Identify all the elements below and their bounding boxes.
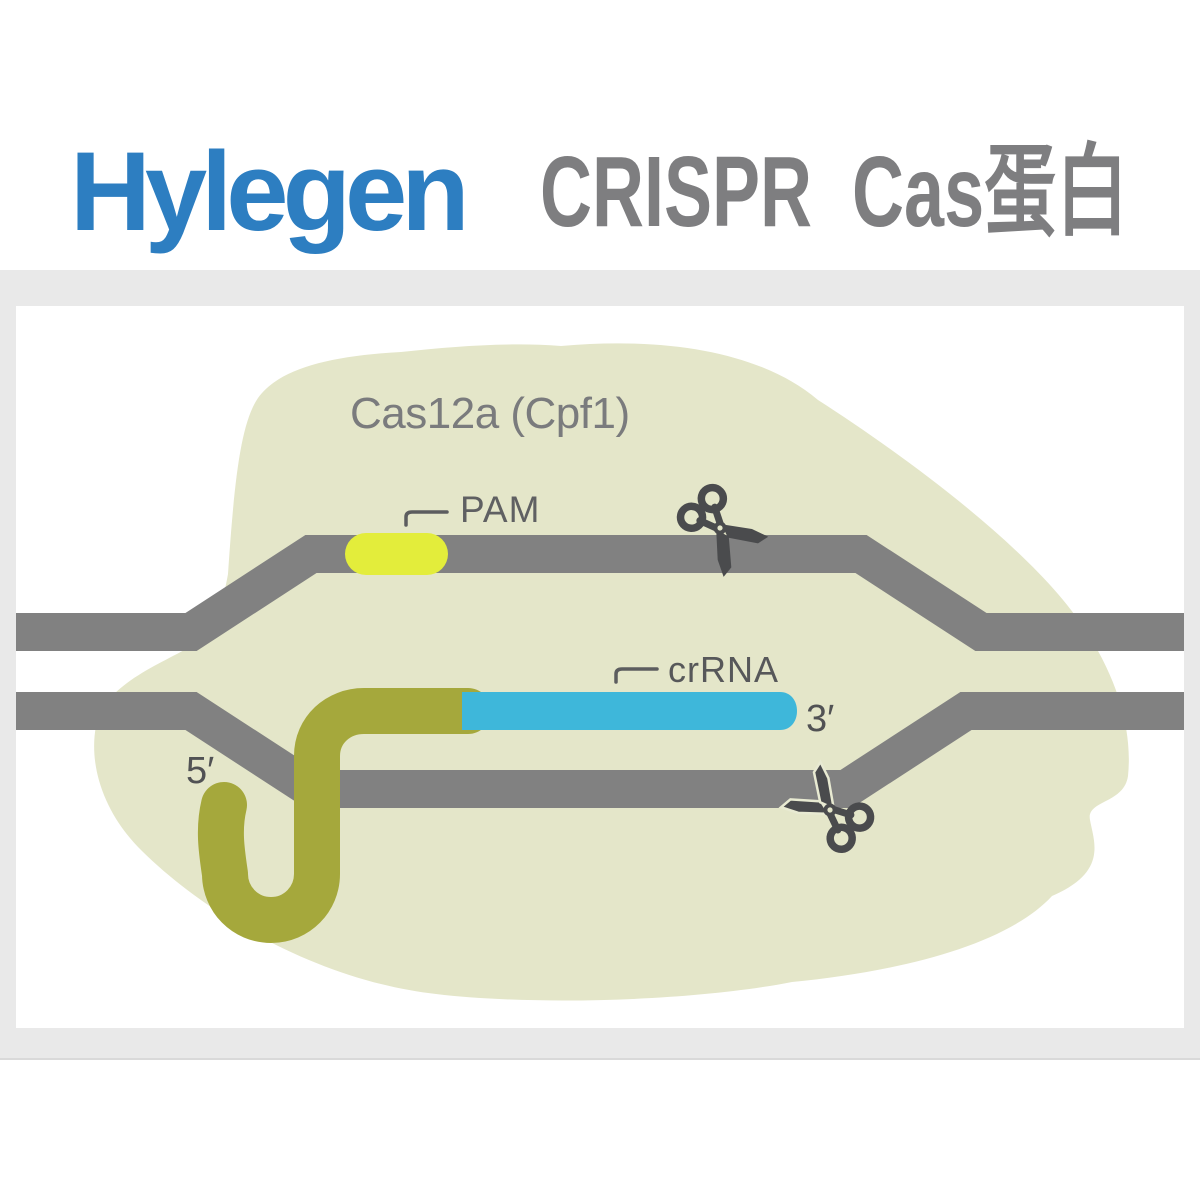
scissors-icon-bottom-cut	[778, 759, 875, 854]
scissors-handle	[844, 802, 875, 832]
company-logo: Hylegen	[70, 129, 470, 254]
scissors-blade	[812, 759, 836, 811]
scissors-icon-top-cut	[676, 483, 769, 577]
dna-top-strand	[16, 535, 1184, 651]
pam-label: PAM	[460, 489, 540, 530]
page-title: CRISPR Cas蛋白	[540, 136, 1129, 248]
three-prime-label: 3′	[806, 698, 834, 740]
pam-label-bracket	[404, 510, 449, 527]
five-prime-label: 5′	[186, 750, 214, 792]
scissors-handle	[676, 502, 707, 533]
figure-panel: Cas12a (Cpf1) PAM crRNA 3′ 5′	[16, 306, 1184, 1028]
crrna-label: crRNA	[668, 649, 779, 690]
crrna-loop	[197, 688, 491, 943]
cas12a-protein-blob	[94, 343, 1129, 1001]
scissors-blade	[721, 524, 769, 544]
pam-site	[345, 533, 448, 575]
crispr-cas12a-diagram: Cas12a (Cpf1) PAM crRNA 3′ 5′	[16, 343, 1184, 1001]
figure-card: Cas12a (Cpf1) PAM crRNA 3′ 5′	[0, 270, 1200, 1060]
scissors-handle	[826, 823, 856, 854]
dna-bottom-strand	[16, 692, 1184, 808]
scissors-pivot-hole	[827, 807, 833, 813]
crrna-label-bracket	[614, 667, 659, 684]
scissors-handle	[697, 483, 728, 514]
scissors-pivot-hole	[717, 525, 723, 531]
scissors-blade	[716, 529, 732, 577]
crrna-guide	[462, 692, 797, 730]
cas12a-label: Cas12a (Cpf1)	[350, 389, 630, 438]
